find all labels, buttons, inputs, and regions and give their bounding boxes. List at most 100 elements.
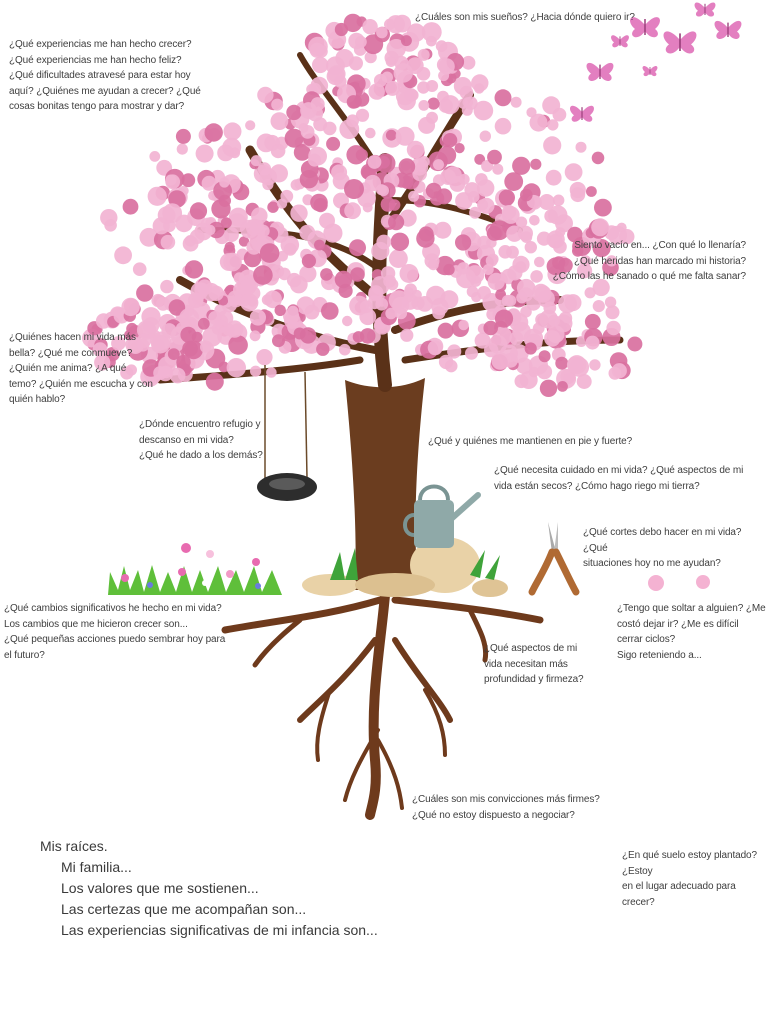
blossom [517,225,534,241]
blossom [520,188,533,202]
blossom [442,133,458,148]
blossom [184,340,203,360]
blossom [342,315,353,327]
blossom [226,358,246,378]
blossom [362,19,378,35]
blossom [287,305,299,317]
blossom [570,187,586,203]
blossom [524,241,537,254]
blossom [261,294,273,306]
blossom [515,216,528,228]
blossom [555,356,569,370]
blossom [100,209,118,227]
blossom [284,128,304,148]
blossom [368,83,385,100]
blossom [114,246,132,265]
blossom [162,203,183,224]
blossom [269,164,288,183]
butterfly-icon [570,105,594,122]
blossom [558,257,573,273]
roots-title: Mis raíces. [40,838,108,854]
blossom [440,290,459,309]
blossom [250,155,262,167]
blossom [406,140,425,159]
blossom [400,35,412,47]
blossom [267,201,279,213]
blossom [180,326,197,343]
blossom [94,354,111,371]
blossom [443,263,455,276]
blossom [344,202,361,220]
tire-swing-icon [257,365,317,501]
blossom [444,166,462,184]
blossom [151,293,165,308]
blossom [319,212,335,229]
blossom [250,207,268,224]
blossom [501,206,520,224]
blossom [194,222,213,241]
blossom [393,14,412,33]
blossom [238,236,250,247]
blossom [514,374,529,389]
root-mid-2 [376,738,404,810]
blossom [122,198,139,215]
blossom [462,97,474,108]
blossom [394,55,409,71]
blossom [440,95,460,115]
blossom [300,124,315,139]
blossom [584,287,596,299]
blossom [373,73,388,88]
blossom [510,96,522,108]
blossom [461,104,473,116]
blossom [539,379,558,397]
blossom [524,342,537,355]
root-left-3 [297,637,378,723]
blossom [249,309,266,326]
blossom [627,336,643,352]
blossom [456,268,476,289]
blossom [606,320,621,336]
blossom [386,278,399,291]
roots-icon [221,590,544,820]
blossom [286,272,302,288]
question-depth: ¿Qué aspectos de mi vida necesitan más p… [484,643,584,685]
blossom [492,163,504,175]
blossom [426,111,438,124]
watering-can-icon [403,484,481,548]
blossom [277,198,288,209]
blossom [160,279,174,294]
blossom [375,297,389,311]
blossom [416,296,433,312]
blossom [376,26,388,39]
blossom [538,194,555,210]
blossom [139,227,159,247]
blossom [591,218,610,237]
blossom [181,173,196,188]
blossom [432,306,446,320]
blossom [195,144,214,163]
blossom [225,320,244,338]
blossom [223,252,242,272]
blossom [272,334,285,348]
blossom [575,141,587,153]
blossom [163,219,176,233]
blossom [487,149,502,165]
blossom [417,48,430,61]
blossom [343,13,363,33]
root-right-1 [391,596,544,624]
blossom [566,356,584,373]
roots-item: Los valores que me sostienen... [61,880,259,896]
blossom [392,296,410,314]
blossom [390,232,410,251]
blossom [243,249,262,268]
blossom [271,98,284,111]
question-emptiness: Siento vacío en... ¿Con qué lo llenaría?… [552,240,746,282]
blossom [312,56,329,74]
blossom [577,263,593,279]
blossom [359,328,376,344]
blossom [487,272,505,291]
blossom [363,34,384,55]
butterfly-icon [611,35,629,48]
question-standing: ¿Qué y quiénes me mantienen en pie y fue… [428,436,633,447]
blossom [592,300,605,313]
